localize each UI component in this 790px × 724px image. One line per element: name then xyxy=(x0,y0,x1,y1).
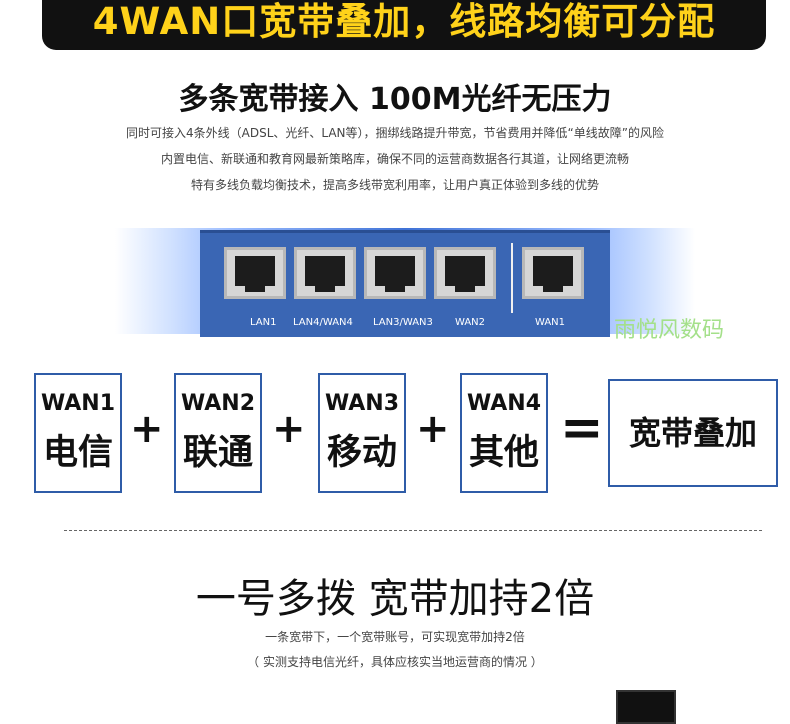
isp-name: 其他 xyxy=(468,433,539,473)
banner-title: 4WAN口宽带叠加，线路均衡可分配 xyxy=(92,0,716,43)
ethernet-port-icon xyxy=(364,247,426,299)
port-divider xyxy=(511,243,513,313)
equals-sign: = xyxy=(560,398,604,458)
monitor-icon xyxy=(616,690,676,724)
description-line-5: （ 实测支持电信光纤，具体应核实当地运营商的情况 ） xyxy=(247,655,543,669)
port-label: LAN4/WAN4 xyxy=(293,317,353,328)
watermark: 雨悦风数码 xyxy=(614,318,725,343)
section-title: 多条宽带接入 100M光纤无压力 xyxy=(178,82,612,117)
plus-sign: + xyxy=(272,406,306,452)
result-text: 宽带叠加 xyxy=(628,414,757,452)
wan-box: WAN2 联通 xyxy=(174,373,262,493)
description-line-3: 特有多线负载均衡技术，提高多线带宽利用率，让用户真正体验到多线的优势 xyxy=(190,178,599,192)
description-line-2: 内置电信、新联通和教育网最新策略库，确保不同的运营商数据各行其道，让网络更流畅 xyxy=(160,152,629,166)
isp-name: 联通 xyxy=(182,433,253,473)
ethernet-port-icon xyxy=(294,247,356,299)
plus-sign: + xyxy=(130,406,164,452)
wan-name: WAN1 xyxy=(40,391,116,416)
port-label: LAN3/WAN3 xyxy=(373,317,433,328)
router-panel: LAN1 LAN4/WAN4 LAN3/WAN3 WAN2 WAN1 xyxy=(200,230,610,337)
result-box: 宽带叠加 xyxy=(608,379,778,487)
wan-box: WAN3 移动 xyxy=(318,373,406,493)
isp-name: 移动 xyxy=(326,433,397,473)
banner: 4WAN口宽带叠加，线路均衡可分配 xyxy=(42,0,766,50)
wan-name: WAN2 xyxy=(180,391,256,416)
ethernet-port-icon xyxy=(224,247,286,299)
dashed-divider xyxy=(64,530,762,531)
ethernet-port-icon xyxy=(434,247,496,299)
plus-sign: + xyxy=(416,406,450,452)
wan-box: WAN4 其他 xyxy=(460,373,548,493)
wan-name: WAN3 xyxy=(324,391,400,416)
description-line-1: 同时可接入4条外线（ADSL、光纤、LAN等），捆绑线路提升带宽，节省费用并降低… xyxy=(126,126,664,140)
isp-name: 电信 xyxy=(42,433,113,473)
ethernet-port-icon xyxy=(522,247,584,299)
port-label: LAN1 xyxy=(250,317,277,328)
section-title-2: 一号多拨 宽带加持2倍 xyxy=(195,576,595,622)
port-label: WAN2 xyxy=(455,317,486,328)
port-label: WAN1 xyxy=(535,317,566,328)
wan-box: WAN1 电信 xyxy=(34,373,122,493)
wan-name: WAN4 xyxy=(466,391,542,416)
description-line-4: 一条宽带下，一个宽带账号，可实现宽带加持2倍 xyxy=(265,630,525,644)
